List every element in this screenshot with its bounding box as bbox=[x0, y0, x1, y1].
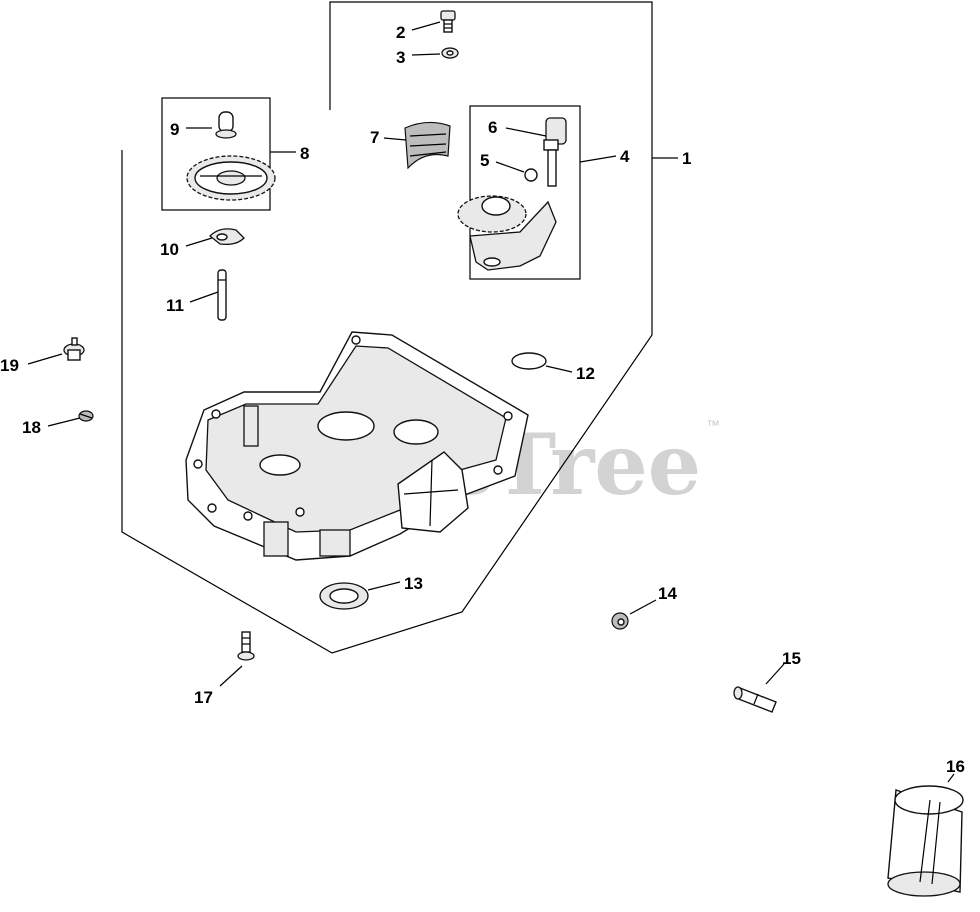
callout-7[interactable]: 7 bbox=[370, 128, 379, 147]
part-18-plug[interactable] bbox=[78, 410, 94, 422]
part-10-cam[interactable] bbox=[209, 228, 245, 246]
part-7-screen[interactable] bbox=[404, 121, 451, 170]
callout-11[interactable]: 11 bbox=[166, 296, 184, 315]
callout-9[interactable]: 9 bbox=[170, 120, 179, 139]
oil-pump-assembly-box bbox=[469, 105, 581, 280]
callout-8[interactable]: 8 bbox=[300, 144, 309, 163]
callout-10[interactable]: 10 bbox=[160, 240, 179, 259]
assembly-boundary bbox=[121, 1, 653, 654]
callout-18[interactable]: 18 bbox=[22, 418, 41, 437]
part-3-washer[interactable] bbox=[441, 47, 459, 59]
part-8-gear[interactable] bbox=[186, 155, 276, 201]
part-5-o-ring[interactable] bbox=[524, 168, 538, 182]
part-14-nut[interactable] bbox=[611, 612, 629, 630]
callout-6[interactable]: 6 bbox=[488, 118, 497, 137]
part-2-bolt[interactable] bbox=[440, 10, 456, 33]
part-16-oil-filter[interactable] bbox=[887, 785, 964, 897]
part-4-oil-pump[interactable] bbox=[457, 195, 557, 271]
callout-1[interactable]: 1 bbox=[682, 149, 691, 168]
callout-13[interactable]: 13 bbox=[404, 574, 423, 593]
callout-labels: 1 2 3 4 5 6 7 8 9 10 11 12 13 14 15 16 1… bbox=[0, 23, 965, 776]
callout-16[interactable]: 16 bbox=[946, 757, 965, 776]
callout-3[interactable]: 3 bbox=[396, 48, 405, 67]
callout-17[interactable]: 17 bbox=[194, 688, 213, 707]
part-17-bolt[interactable] bbox=[237, 631, 255, 661]
callout-15[interactable]: 15 bbox=[782, 649, 801, 668]
part-15-stud[interactable] bbox=[733, 686, 777, 713]
oil-sensor-gear-box bbox=[161, 97, 271, 211]
callout-4[interactable]: 4 bbox=[620, 147, 630, 166]
part-11-shaft[interactable] bbox=[217, 269, 227, 321]
callout-19[interactable]: 19 bbox=[0, 356, 19, 375]
watermark-trademark: ™ bbox=[706, 417, 720, 433]
crankcase-cover[interactable] bbox=[185, 331, 529, 561]
callout-14[interactable]: 14 bbox=[658, 584, 677, 603]
callout-2[interactable]: 2 bbox=[396, 23, 405, 42]
callout-12[interactable]: 12 bbox=[576, 364, 595, 383]
leader-lines bbox=[27, 21, 955, 783]
part-19-fitting[interactable] bbox=[63, 337, 85, 361]
part-13-oil-seal[interactable] bbox=[319, 582, 369, 610]
part-6-pickup-tube[interactable] bbox=[543, 117, 567, 187]
part-9-sensor[interactable] bbox=[215, 111, 237, 139]
callout-5[interactable]: 5 bbox=[480, 151, 489, 170]
part-12-o-ring[interactable] bbox=[511, 352, 547, 370]
